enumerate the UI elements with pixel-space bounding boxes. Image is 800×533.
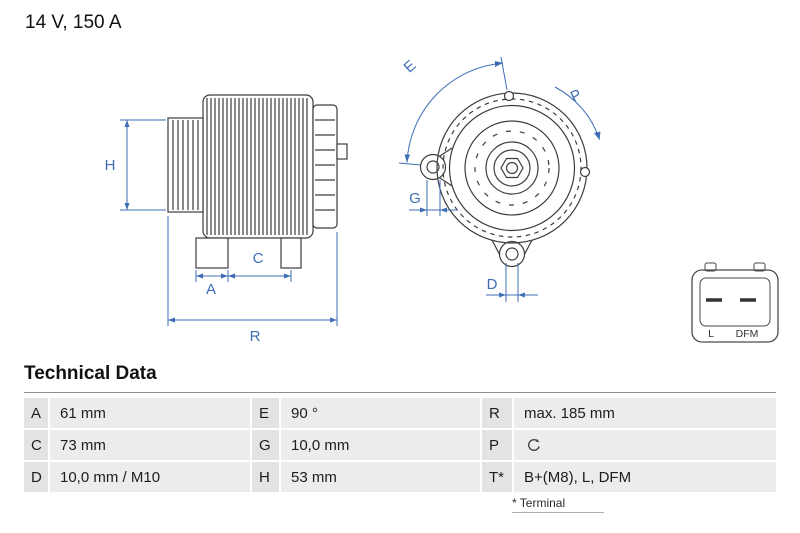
dim-label-g: G — [409, 190, 421, 207]
technical-data-table: A 61 mm E 90 ° R max. 185 mm C 73 mm G 1… — [24, 398, 776, 492]
tech-value-t: B+(M8), L, DFM — [514, 462, 776, 492]
alternator-front-view — [419, 90, 591, 268]
tech-value-c: 73 mm — [50, 430, 250, 460]
tech-value-e: 90 ° — [281, 398, 480, 428]
dim-label-a: A — [206, 281, 216, 298]
tech-label-d: D — [24, 462, 48, 492]
tech-label-r: R — [482, 398, 512, 428]
dim-label-e: E — [401, 57, 420, 76]
product-technical-drawing: H A C R — [105, 56, 779, 345]
tech-value-g: 10,0 mm — [281, 430, 480, 460]
tech-label-c: C — [24, 430, 48, 460]
product-rating: 14 V, 150 A — [25, 12, 122, 33]
dim-r: R — [167, 216, 338, 345]
dim-label-c: C — [253, 250, 264, 267]
tech-value-r: max. 185 mm — [514, 398, 776, 428]
connector-label-dfm: DFM — [736, 328, 759, 340]
tech-label-a: A — [24, 398, 48, 428]
tech-value-a: 61 mm — [50, 398, 250, 428]
dim-a-c: A C — [195, 250, 292, 298]
dim-label-h: H — [105, 157, 116, 174]
connector-label-l: L — [708, 328, 714, 340]
rotation-clockwise-icon — [526, 437, 542, 453]
tech-value-p — [514, 430, 776, 460]
connector-diagram: L DFM — [691, 262, 779, 343]
tech-label-t: T* — [482, 462, 512, 492]
dim-h: H — [105, 119, 166, 211]
dim-g: G — [409, 180, 458, 216]
tech-label-g: G — [252, 430, 279, 460]
tech-label-e: E — [252, 398, 279, 428]
tech-value-h: 53 mm — [281, 462, 480, 492]
alternator-side-view — [167, 94, 348, 269]
tech-label-p: P — [482, 430, 512, 460]
dim-label-d: D — [487, 276, 498, 293]
dim-d: D — [486, 263, 538, 302]
tech-label-h: H — [252, 462, 279, 492]
technical-data-title: Technical Data — [24, 363, 776, 393]
dim-label-p: P — [568, 86, 584, 106]
terminal-footnote: * Terminal — [24, 496, 776, 513]
dim-label-r: R — [250, 328, 261, 345]
technical-data-section: Technical Data A 61 mm E 90 ° R max. 185… — [24, 363, 776, 513]
tech-value-d: 10,0 mm / M10 — [50, 462, 250, 492]
